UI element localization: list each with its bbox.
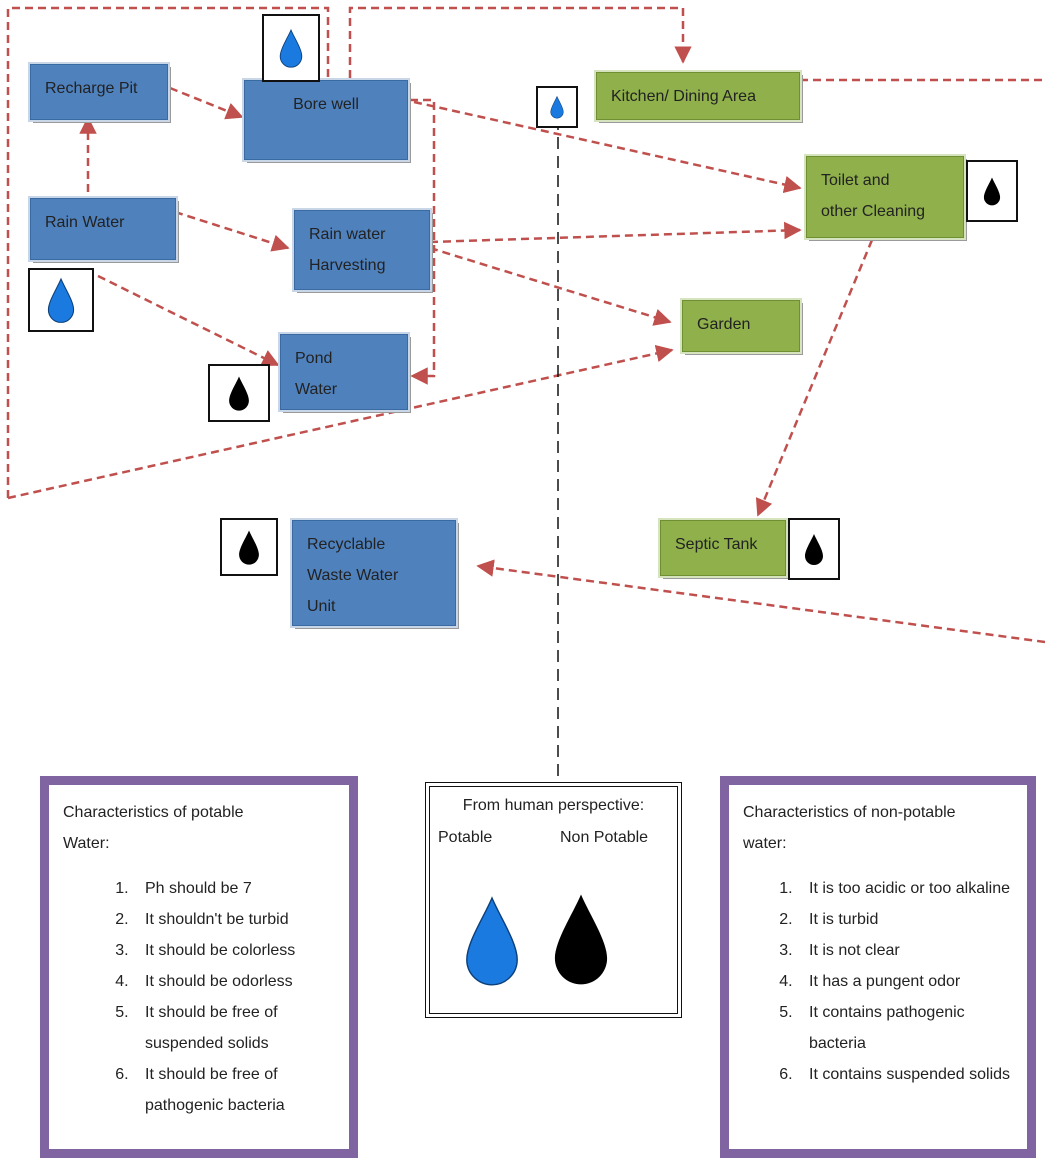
black-water-drop-icon [983, 177, 1001, 206]
bore-well-potable-drop [262, 14, 320, 82]
rain-water-harvesting-label-1: Rain water [309, 226, 386, 243]
rain-water-harvesting-box: Rain water Harvesting [292, 208, 432, 292]
recharge-pit-box: Recharge Pit [28, 62, 170, 122]
blue-water-drop-icon [47, 277, 75, 323]
list-item: It should be odorless [133, 966, 335, 997]
recyclable-unit-non-potable-drop [220, 518, 278, 576]
outer-to-garden-arrow [7, 344, 674, 500]
recharge-pit-label: Recharge Pit [45, 80, 138, 97]
bore-well-label: Bore well [293, 96, 359, 113]
list-item: It should be free of suspended solids [133, 997, 335, 1059]
toilet-to-septic-arrow [755, 239, 874, 517]
list-item: Ph should be 7 [133, 873, 335, 904]
pond-water-box: Pond Water [278, 332, 410, 412]
non-potable-panel-title: Characteristics of non-potable water: [743, 797, 1013, 859]
bore-well-top-line [348, 6, 692, 78]
bore-to-toilet-arrow [413, 100, 802, 194]
non-potable-characteristics-list: It is too acidic or too alkaline It is t… [743, 873, 1013, 1090]
list-item: It has a pungent odor [797, 966, 1013, 997]
list-item: It contains pathogenic bacteria [797, 997, 1013, 1059]
black-water-drop-icon [805, 534, 823, 565]
septic-tank-box: Septic Tank [658, 518, 788, 578]
list-item: It is turbid [797, 904, 1013, 935]
toilet-cleaning-label-2: other Cleaning [821, 203, 926, 220]
rain-to-pond-arrow [97, 274, 280, 367]
septic-tank-label: Septic Tank [675, 536, 758, 553]
list-item: It contains suspended solids [797, 1059, 1013, 1090]
potable-characteristics-panel: Characteristics of potable Water: Ph sho… [40, 776, 358, 1158]
potable-panel-title-line-1: Characteristics of potable [63, 804, 244, 821]
black-water-drop-icon [229, 376, 249, 411]
toilet-cleaning-label-1: Toilet and [821, 172, 890, 189]
rain-water-box: Rain Water [28, 196, 178, 262]
blue-water-drop-icon [550, 95, 564, 119]
rain-water-harvesting-label-2: Harvesting [309, 257, 386, 274]
rain-to-harvest-arrow [174, 210, 290, 252]
kitchen-dining-area-label: Kitchen/ Dining Area [611, 88, 756, 105]
non-potable-panel-title-line-1: Characteristics of non-potable [743, 804, 956, 821]
recyclable-unit-label-1: Recyclable [307, 536, 386, 553]
potable-label: Potable [438, 829, 493, 846]
blue-water-drop-icon [466, 896, 518, 986]
legend-heading: From human perspective: [462, 797, 645, 814]
toilet-non-potable-drop [966, 160, 1018, 222]
garden-box: Garden [680, 298, 802, 354]
harvest-to-toilet-arrow [429, 221, 802, 244]
black-water-drop-icon [554, 894, 608, 985]
non-potable-label: Non Potable [560, 829, 649, 846]
pond-water-label-2: Water [295, 381, 338, 398]
outer-loop-line [6, 6, 330, 498]
harvest-to-garden-arrow [429, 246, 672, 326]
non-potable-characteristics-panel: Characteristics of non-potable water: It… [720, 776, 1036, 1158]
pond-non-potable-drop [208, 364, 270, 422]
septic-exit-line [476, 559, 1045, 644]
garden-label: Garden [697, 316, 751, 333]
recyclable-unit-label-3: Unit [307, 598, 336, 615]
potable-panel-title: Characteristics of potable Water: [63, 797, 335, 859]
human-perspective-legend: From human perspective: Potable Non Pota… [425, 782, 682, 1018]
recyclable-unit-label-2: Waste Water [307, 567, 399, 584]
potable-panel-title-line-2: Water: [63, 835, 110, 852]
list-item: It is not clear [797, 935, 1013, 966]
non-potable-panel-title-line-2: water: [743, 835, 787, 852]
black-water-drop-icon [239, 530, 259, 565]
rain-water-potable-drop [28, 268, 94, 332]
pond-water-label-1: Pond [295, 350, 333, 367]
list-item: It should be colorless [133, 935, 335, 966]
recharge-to-bore-arrow [169, 86, 244, 120]
list-item: It should be free of pathogenic bacteria [133, 1059, 335, 1121]
kitchen-potable-drop [536, 86, 578, 128]
recyclable-waste-water-unit-box: Recyclable Waste Water Unit [290, 518, 458, 628]
bore-to-pond-arrow [410, 98, 436, 385]
list-item: It is too acidic or too alkaline [797, 873, 1013, 904]
kitchen-dining-area-box: Kitchen/ Dining Area [594, 70, 802, 122]
toilet-cleaning-box: Toilet and other Cleaning [804, 154, 966, 240]
rain-water-label: Rain Water [45, 214, 125, 231]
list-item: It shouldn't be turbid [133, 904, 335, 935]
potable-characteristics-list: Ph should be 7 It shouldn't be turbid It… [63, 873, 335, 1121]
bore-well-box: Bore well [242, 78, 410, 162]
septic-non-potable-drop [788, 518, 840, 580]
blue-water-drop-icon [279, 28, 303, 68]
